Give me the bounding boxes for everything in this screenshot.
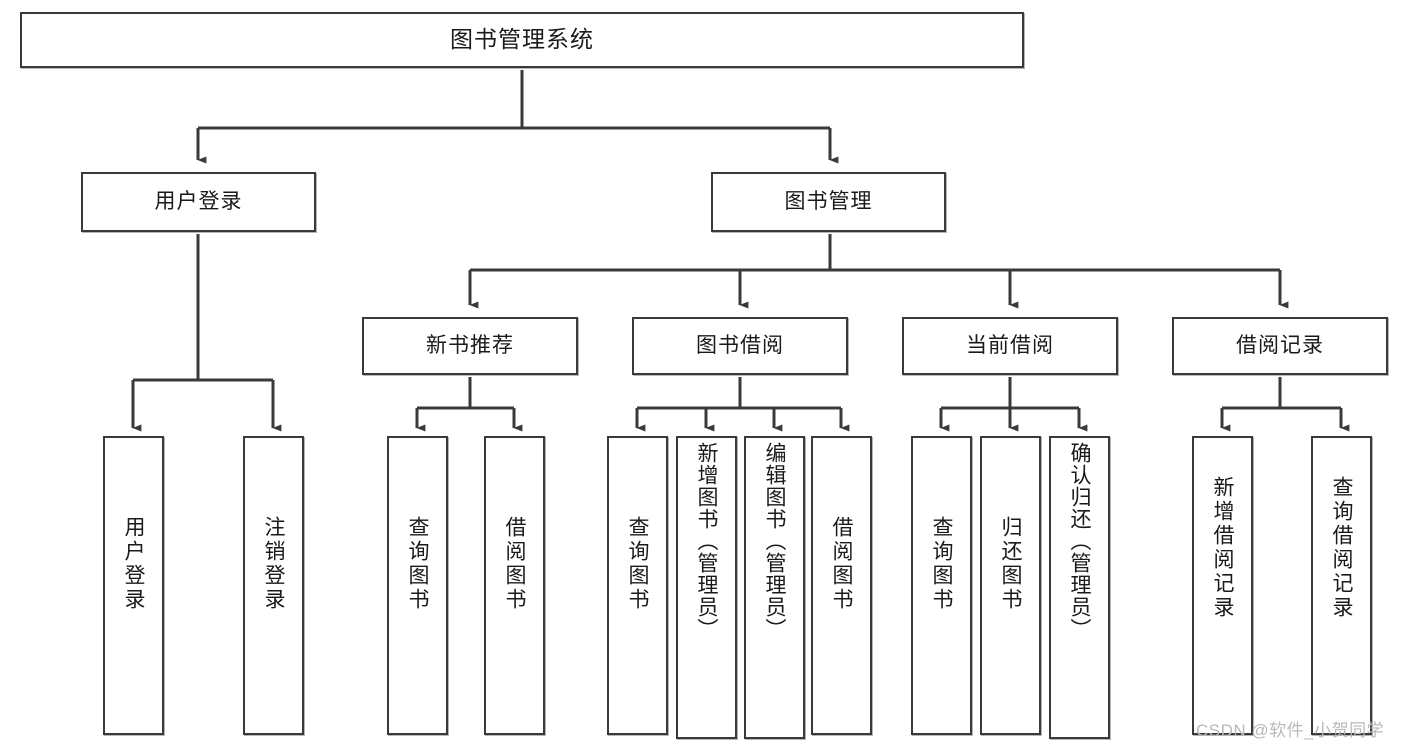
node-label: 图书管理 bbox=[784, 190, 873, 214]
edge-book-manage-to-level3 bbox=[468, 234, 1289, 309]
node-book-management[interactable]: 图书管理 bbox=[711, 172, 946, 232]
leaf-query-book-2[interactable]: 查询图书 bbox=[607, 436, 668, 735]
node-label: 查询借阅记录 bbox=[1330, 476, 1353, 620]
node-label: 确认归还（管理员） bbox=[1068, 442, 1091, 640]
edge-current-borrow-to-leaves bbox=[939, 377, 1088, 432]
edge-borrow-record-to-leaves bbox=[1220, 377, 1350, 432]
leaf-borrow-book-2[interactable]: 借阅图书 bbox=[811, 436, 872, 735]
leaf-query-borrow-record[interactable]: 查询借阅记录 bbox=[1311, 436, 1372, 735]
edge-user-login-to-leaves bbox=[131, 234, 282, 432]
edge-book-borrow-to-leaves bbox=[635, 377, 850, 432]
node-label: 编辑图书（管理员） bbox=[763, 442, 786, 640]
node-label: 借阅记录 bbox=[1236, 334, 1324, 358]
leaf-query-book-3[interactable]: 查询图书 bbox=[911, 436, 972, 735]
node-label: 用户登录 bbox=[154, 190, 243, 214]
node-label: 查询图书 bbox=[406, 516, 429, 612]
node-label: 归还图书 bbox=[999, 516, 1022, 612]
node-label: 用户登录 bbox=[122, 516, 145, 612]
node-book-borrowing[interactable]: 图书借阅 bbox=[632, 317, 848, 375]
node-label: 当前借阅 bbox=[966, 334, 1054, 358]
node-label: 图书借阅 bbox=[696, 334, 784, 358]
csdn-watermark: CSDN @软件_小贺同学 bbox=[1196, 721, 1385, 740]
node-current-borrowing[interactable]: 当前借阅 bbox=[902, 317, 1118, 375]
node-label: 查询图书 bbox=[626, 516, 649, 612]
node-borrowing-records[interactable]: 借阅记录 bbox=[1172, 317, 1388, 375]
leaf-borrow-book-1[interactable]: 借阅图书 bbox=[484, 436, 545, 735]
leaf-user-login[interactable]: 用户登录 bbox=[103, 436, 164, 735]
node-user-login[interactable]: 用户登录 bbox=[81, 172, 316, 232]
node-label: 查询图书 bbox=[930, 516, 953, 612]
node-label: 新增图书（管理员） bbox=[695, 442, 718, 640]
node-label: 借阅图书 bbox=[503, 516, 526, 612]
node-label: 新增借阅记录 bbox=[1211, 476, 1234, 620]
leaf-return-book[interactable]: 归还图书 bbox=[980, 436, 1041, 735]
node-label: 新书推荐 bbox=[426, 334, 514, 358]
node-label: 注销登录 bbox=[262, 516, 285, 612]
leaf-edit-book-admin[interactable]: 编辑图书（管理员） bbox=[744, 436, 805, 739]
leaf-query-book-1[interactable]: 查询图书 bbox=[387, 436, 448, 735]
leaf-logout[interactable]: 注销登录 bbox=[243, 436, 304, 735]
node-root-book-management-system[interactable]: 图书管理系统 bbox=[20, 12, 1024, 68]
leaf-add-book-admin[interactable]: 新增图书（管理员） bbox=[676, 436, 737, 739]
leaf-confirm-return-admin[interactable]: 确认归还（管理员） bbox=[1049, 436, 1110, 739]
node-label: 图书管理系统 bbox=[450, 26, 594, 53]
edge-root-to-level2 bbox=[196, 70, 839, 164]
leaf-add-borrow-record[interactable]: 新增借阅记录 bbox=[1192, 436, 1253, 735]
node-label: 借阅图书 bbox=[830, 516, 853, 612]
node-new-book-recommendation[interactable]: 新书推荐 bbox=[362, 317, 578, 375]
edge-new-book-rec-to-leaves bbox=[415, 377, 523, 432]
